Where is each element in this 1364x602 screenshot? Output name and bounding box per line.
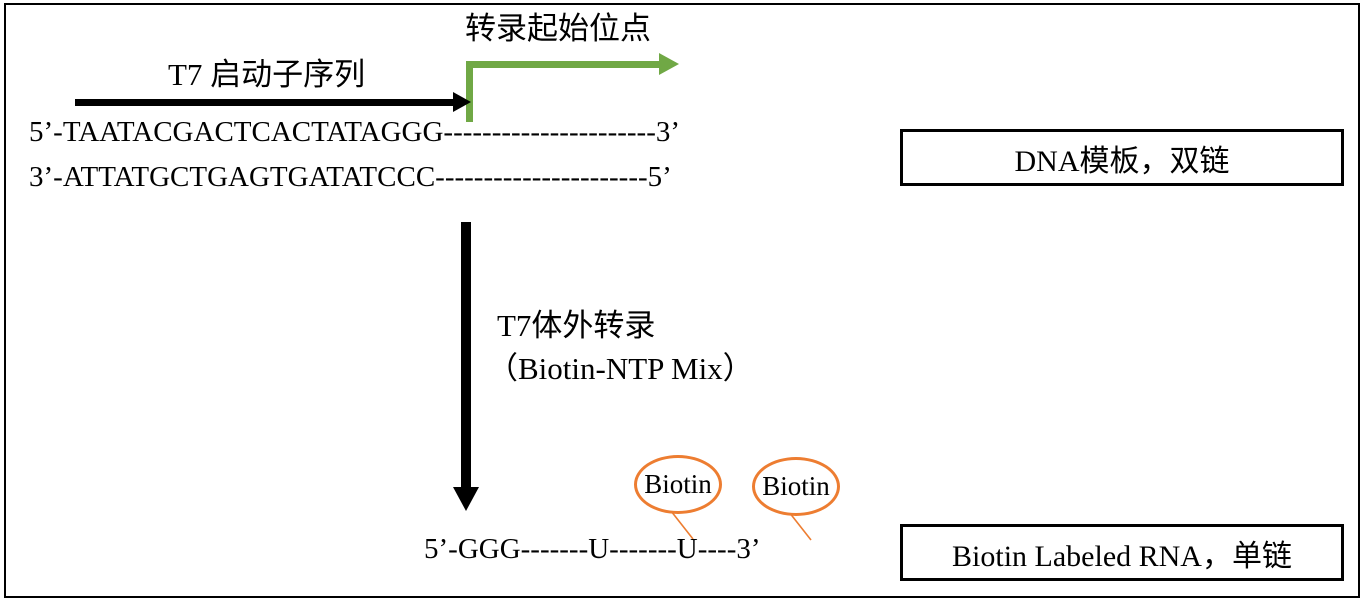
green-arrow-head-icon <box>659 53 679 75</box>
green-arrow-stem <box>466 61 473 122</box>
promoter-arrow-head-icon <box>453 92 471 112</box>
dna-template-box: DNA模板，双链 <box>900 129 1344 186</box>
biotin-rna-box-label: Biotin Labeled RNA，单链 <box>952 539 1292 573</box>
transcription-arrow-head-icon <box>453 487 479 511</box>
biotin-leader-1 <box>670 510 694 540</box>
biotin-leader-2 <box>788 511 812 541</box>
biotin-tag-1-label: Biotin <box>644 469 712 499</box>
rna-strand: 5’-GGG-------U-------U----3’ <box>424 533 761 565</box>
biotin-rna-box: Biotin Labeled RNA，单链 <box>900 524 1344 581</box>
t7-promoter-label: T7 启动子序列 <box>168 57 366 92</box>
biotin-tag-1: Biotin <box>634 455 722 514</box>
biotin-tag-2: Biotin <box>752 457 840 516</box>
dna-top-strand: 5’-TAATACGACTCACTATAGGG-----------------… <box>29 116 681 148</box>
dna-template-box-label: DNA模板，双链 <box>1014 144 1230 178</box>
biotin-ntp-mix-label: （Biotin-NTP Mix） <box>487 351 754 386</box>
transcription-arrow-shaft <box>461 222 471 490</box>
t7-ivt-label: T7体外转录 <box>497 308 656 343</box>
transcription-start-site-label: 转录起始位点 <box>465 11 651 46</box>
promoter-arrow-shaft <box>75 99 455 106</box>
green-arrow-shaft <box>466 61 660 68</box>
biotin-tag-2-label: Biotin <box>762 471 830 501</box>
outer-frame <box>4 3 1360 598</box>
dna-bottom-strand: 3’-ATTATGCTGAGTGATATCCC-----------------… <box>29 161 672 193</box>
